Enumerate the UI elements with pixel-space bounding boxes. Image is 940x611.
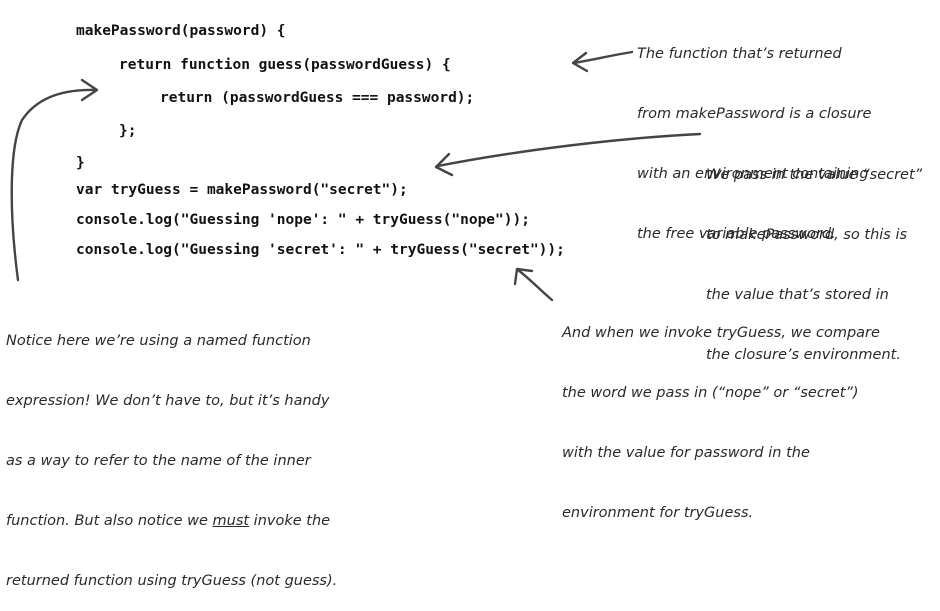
closure-arrow-icon <box>572 50 634 65</box>
invoke-arrow-icon <box>516 268 554 302</box>
invoke-annotation: And when we invoke tryGuess, we compare … <box>562 283 880 543</box>
named-annotation-line-1: Notice here we’re using a named function <box>6 333 311 349</box>
code-line-3: return (passwordGuess === password); <box>160 90 475 106</box>
code-line-4: }; <box>119 123 137 139</box>
named-annotation-line-4-end: invoke the <box>249 513 331 529</box>
secret-annotation-line-1: We pass in the value “secret” <box>706 167 923 183</box>
closure-annotation-line-1: The function that’s returned <box>637 46 842 62</box>
invoke-annotation-line-3: with the value for password in the <box>562 445 810 461</box>
closure-annotation-line-4: the free variable password. <box>637 226 836 242</box>
named-annotation-line-3: as a way to refer to the name of the inn… <box>6 453 311 469</box>
named-annotation-line-2: expression! We don’t have to, but it’s h… <box>6 393 330 409</box>
invoke-arrowhead-icon <box>513 267 534 286</box>
closure-annotation-line-2: from makePassword is a closure <box>637 106 872 122</box>
code-line-7: console.log("Guessing 'nope': " + tryGue… <box>76 212 530 228</box>
code-line-5: } <box>76 155 85 171</box>
code-line-8: console.log("Guessing 'secret': " + tryG… <box>76 242 565 258</box>
closure-annotation: The function that’s returned from makePa… <box>637 4 871 264</box>
must-emphasis: must <box>212 513 250 529</box>
secret-arrowhead-icon <box>434 152 454 177</box>
closure-arrowhead-icon <box>571 51 589 73</box>
named-function-annotation: Notice here we’re using a named function… <box>6 291 337 611</box>
invoke-annotation-line-4: environment for tryGuess. <box>562 505 754 521</box>
invoke-annotation-line-1: And when we invoke tryGuess, we compare <box>562 325 880 341</box>
named-annotation-line-5: returned function using tryGuess (not gu… <box>6 573 338 589</box>
code-line-6: var tryGuess = makePassword("secret"); <box>76 182 408 198</box>
secret-annotation-line-3: the value that’s stored in <box>706 287 889 303</box>
secret-annotation: We pass in the value “secret” to makePas… <box>706 125 922 385</box>
invoke-annotation-line-2: the word we pass in (“nope” or “secret”) <box>562 385 859 401</box>
code-line-1: makePassword(password) { <box>76 23 286 39</box>
named-arrowhead-icon <box>80 78 99 102</box>
secret-annotation-line-2: to makePassword, so this is <box>706 227 908 243</box>
closure-annotation-line-3: with an environment containing <box>637 166 869 182</box>
named-annotation-line-4-start: function. But also notice we <box>6 513 213 529</box>
secret-annotation-line-4: the closure’s environment. <box>706 347 901 363</box>
code-line-2: return function guess(passwordGuess) { <box>119 57 451 73</box>
named-annotation-line-4: function. But also notice we must invoke… <box>6 511 337 531</box>
